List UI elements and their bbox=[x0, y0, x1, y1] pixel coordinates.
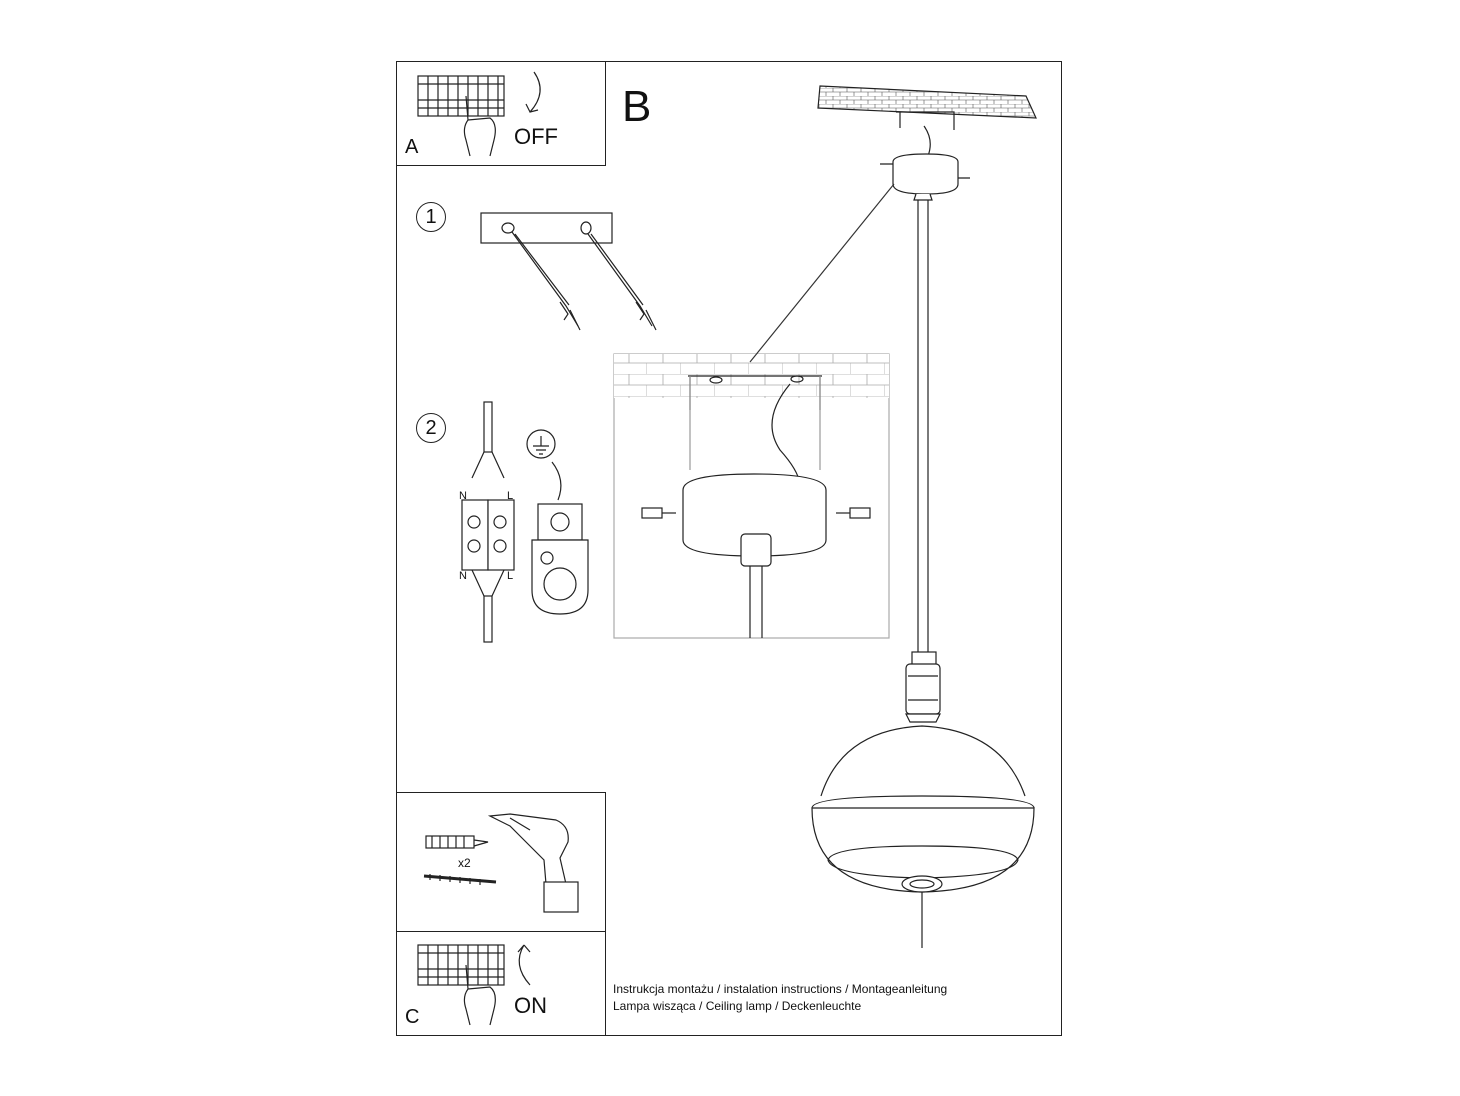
instruction-caption: Instrukcja montażu / instalation instruc… bbox=[613, 981, 947, 1015]
neutral-top-label: N bbox=[459, 490, 467, 502]
neutral-bottom-label: N bbox=[459, 570, 467, 582]
caption-line-1: Instrukcja montażu / instalation instruc… bbox=[613, 982, 948, 996]
instruction-sheet bbox=[396, 61, 1062, 1036]
breaker-on-illustration bbox=[417, 944, 531, 1026]
panel-b-letter: B bbox=[622, 82, 652, 131]
panel-c-letter: C bbox=[405, 1006, 420, 1028]
breaker-off-illustration bbox=[417, 71, 541, 157]
anchor-quantity: x2 bbox=[458, 856, 471, 870]
step-3-canopy-detail bbox=[613, 353, 890, 639]
drill-and-anchors-illustration bbox=[423, 813, 579, 913]
caption-line-2: Lampa wisząca / Ceiling lamp / Deckenleu… bbox=[613, 999, 862, 1013]
panel-a-letter: A bbox=[405, 136, 419, 158]
on-label: ON bbox=[514, 993, 547, 1018]
pendant-lamp-drawing bbox=[749, 85, 1037, 948]
live-top-label: L bbox=[507, 490, 514, 502]
live-bottom-label: L bbox=[507, 570, 514, 582]
step-1-mounting-plate bbox=[480, 212, 657, 331]
off-label: OFF bbox=[514, 124, 558, 149]
ground-terminal bbox=[526, 429, 589, 615]
step-1-number: 1 bbox=[416, 202, 446, 232]
step-2-terminal-block bbox=[461, 401, 515, 643]
step-2-number: 2 bbox=[416, 413, 446, 443]
